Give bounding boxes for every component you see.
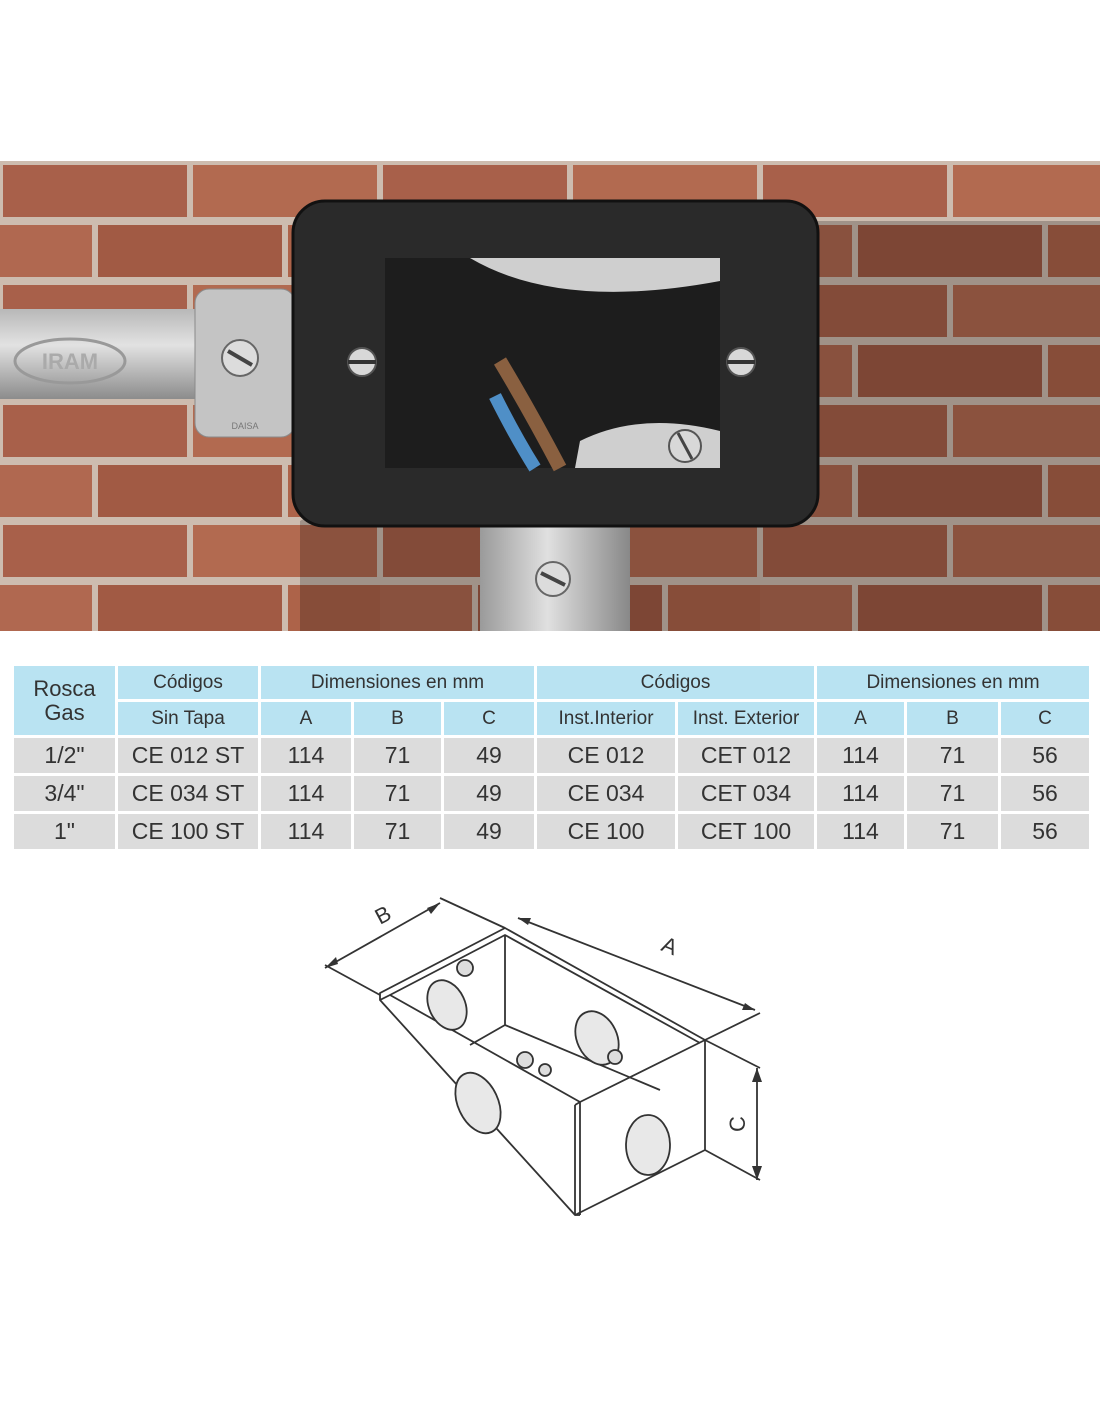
cell-c1: 49 — [444, 738, 535, 773]
dimension-label-b: B — [371, 900, 396, 929]
rosca-label: Rosca — [33, 675, 96, 701]
dim-a-header-2: A — [817, 702, 905, 735]
cell-rosca: 3/4" — [14, 776, 115, 811]
table-subheader-row: Sin Tapa A B C Inst.Interior Inst. Exter… — [14, 702, 1090, 735]
dim-c-header-1: C — [444, 702, 535, 735]
brick-wall-illustration: IRAM DAISA — [0, 161, 1100, 631]
spec-table: Rosca Gas Códigos Dimensiones en mm Códi… — [11, 663, 1092, 852]
codigos-header-1: Códigos — [118, 666, 258, 699]
table-row: 3/4" CE 034 ST 114 71 49 CE 034 CET 034 … — [14, 776, 1090, 811]
inst-interior-header: Inst.Interior — [537, 702, 676, 735]
cell-a1: 114 — [261, 738, 351, 773]
cell-b1: 71 — [354, 738, 441, 773]
cell-c1: 49 — [444, 776, 535, 811]
pipe-brand-mark: IRAM — [42, 349, 98, 374]
cell-b2: 71 — [907, 814, 999, 849]
side-hole-right — [625, 1114, 671, 1176]
table-row: 1" CE 100 ST 114 71 49 CE 100 CET 100 11… — [14, 814, 1090, 849]
cell-c2: 56 — [1001, 814, 1090, 849]
cell-inst-exterior: CET 100 — [678, 814, 815, 849]
brown-wire — [493, 357, 567, 472]
cell-a2: 114 — [817, 738, 905, 773]
dim-a-header-1: A — [261, 702, 351, 735]
cell-sin-tapa: CE 012 ST — [118, 738, 258, 773]
cell-rosca: 1/2" — [14, 738, 115, 773]
pipe-brand-emboss — [13, 337, 127, 385]
cell-inst-interior: CE 012 — [537, 738, 676, 773]
interior-highlight — [470, 258, 720, 292]
dimensiones-header-2: Dimensiones en mm — [817, 666, 1090, 699]
dimensiones-header-1: Dimensiones en mm — [261, 666, 535, 699]
cell-b1: 71 — [354, 814, 441, 849]
cell-b2: 71 — [907, 738, 999, 773]
blue-wire — [489, 393, 541, 472]
rosca-gas-header: Rosca Gas — [14, 666, 115, 735]
sin-tapa-header: Sin Tapa — [118, 702, 258, 735]
cell-sin-tapa: CE 100 ST — [118, 814, 258, 849]
cell-c2: 56 — [1001, 776, 1090, 811]
inner-hole — [574, 1010, 620, 1066]
arrow-a-left — [518, 918, 531, 925]
codigos-header-2: Códigos — [537, 666, 815, 699]
dim-c-header-2: C — [1001, 702, 1090, 735]
cell-a1: 114 — [261, 776, 351, 811]
dim-b-header-2: B — [907, 702, 999, 735]
side-hole-front — [454, 1071, 502, 1135]
cell-inst-interior: CE 100 — [537, 814, 676, 849]
cell-a1: 114 — [261, 814, 351, 849]
cell-a2: 114 — [817, 776, 905, 811]
table-header-row: Rosca Gas Códigos Dimensiones en mm Códi… — [14, 666, 1090, 735]
dimension-label-a: A — [658, 931, 681, 960]
cell-a2: 114 — [817, 814, 905, 849]
dimension-drawing: B A C — [300, 880, 800, 1240]
gas-label: Gas — [44, 699, 85, 725]
cell-rosca: 1" — [14, 814, 115, 849]
cell-sin-tapa: CE 034 ST — [118, 776, 258, 811]
dimension-label-c: C — [725, 1116, 750, 1132]
table-row: 1/2" CE 012 ST 114 71 49 CE 012 CET 012 … — [14, 738, 1090, 773]
arrow-b-left — [325, 957, 338, 968]
cell-inst-exterior: CET 034 — [678, 776, 815, 811]
cell-b2: 71 — [907, 776, 999, 811]
cell-c2: 56 — [1001, 738, 1090, 773]
arrow-c-top — [752, 1068, 762, 1082]
conduit-pipe — [0, 309, 215, 399]
product-photo: IRAM DAISA — [0, 161, 1100, 631]
box-line-drawing: B A C — [324, 897, 762, 1216]
cell-b1: 71 — [354, 776, 441, 811]
fitting-label: DAISA — [231, 421, 258, 431]
dim-b-header-1: B — [354, 702, 441, 735]
cell-inst-exterior: CET 012 — [678, 738, 815, 773]
cell-c1: 49 — [444, 814, 535, 849]
cell-inst-interior: CE 034 — [537, 776, 676, 811]
inst-exterior-header: Inst. Exterior — [678, 702, 815, 735]
